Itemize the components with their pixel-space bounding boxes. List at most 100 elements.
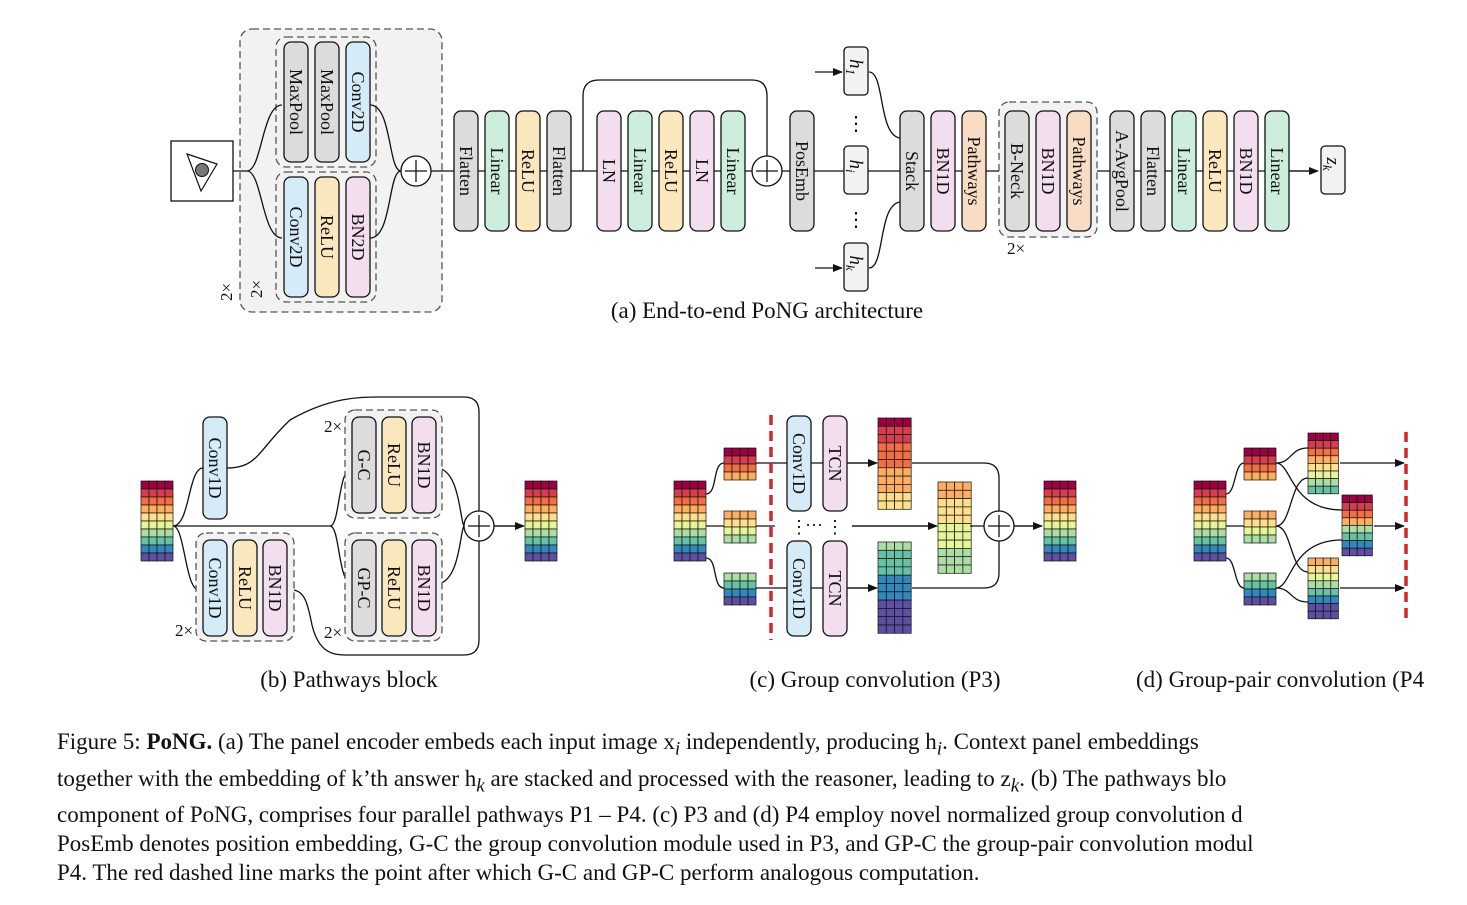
matrix-cell xyxy=(954,548,964,558)
matrix-cell xyxy=(164,552,174,562)
matrix-cell xyxy=(1251,447,1261,457)
matrix-cell xyxy=(1307,478,1316,487)
matrix-cell xyxy=(1251,596,1261,606)
matrix-cell xyxy=(140,536,150,546)
pair-connectors xyxy=(1225,447,1343,603)
matrix-cell xyxy=(1307,455,1316,464)
matrix-cell xyxy=(1330,485,1339,495)
pathways-label: Pathways xyxy=(964,137,984,206)
h-embedding-box: hk xyxy=(843,242,869,292)
matrix-cell xyxy=(1315,432,1324,441)
matrix-cell xyxy=(962,564,972,574)
matrix-cell xyxy=(937,556,947,566)
matrix-cell xyxy=(140,544,150,554)
matrix-cell xyxy=(548,528,558,538)
matrix-cell xyxy=(540,544,550,554)
matrix-cell xyxy=(739,471,749,481)
matrix-cell xyxy=(164,528,174,538)
matrix-cell xyxy=(548,504,558,514)
bn1d-label: BN1D xyxy=(265,564,285,611)
matrix-cell xyxy=(894,500,904,510)
matrix-cell xyxy=(1349,525,1358,534)
matrix-cell xyxy=(1322,565,1332,574)
matrix-cell xyxy=(1341,532,1350,541)
conv1d-label: Conv1D xyxy=(205,437,225,498)
a-avgpool-box: A-AvgPool xyxy=(1109,110,1135,232)
matrix-cell xyxy=(731,471,741,481)
matrix-cell xyxy=(1364,532,1373,541)
conv1d-box: Conv1D xyxy=(202,416,228,520)
matrix-cell xyxy=(1307,470,1316,479)
h-embedding-label: hi xyxy=(843,159,866,173)
matrix-cell xyxy=(540,552,550,562)
h-embedding-box: h1 xyxy=(843,46,869,96)
group-middle xyxy=(1243,510,1277,544)
matrix-cell xyxy=(885,425,895,435)
matrix-cell xyxy=(156,496,166,506)
linear-label: Linear xyxy=(723,148,743,195)
matrix-cell xyxy=(1307,557,1316,566)
matrix-cell xyxy=(877,541,887,551)
matrix-cell xyxy=(1315,565,1324,574)
matrix-cell xyxy=(894,484,904,494)
matrix-cell xyxy=(731,572,741,582)
matrix-cell xyxy=(1341,494,1350,503)
matrix-cell xyxy=(1201,536,1211,546)
bn1d-label: BN1D xyxy=(1038,147,1058,194)
matrix-cell xyxy=(1051,552,1061,562)
matrix-cell xyxy=(954,531,964,541)
matrix-cell xyxy=(894,599,904,609)
matrix-cell xyxy=(1307,588,1316,597)
conv2d-label: Conv2D xyxy=(286,206,306,267)
matrix-cell xyxy=(1315,603,1324,612)
matrix-cell xyxy=(1259,455,1269,465)
input-circle-icon xyxy=(195,163,209,177)
matrix-cell xyxy=(1067,528,1077,538)
conv2d-box: Conv2D xyxy=(345,41,371,163)
matrix-cell xyxy=(902,442,912,452)
matrix-cell xyxy=(681,504,691,514)
matrix-cell xyxy=(1193,536,1203,546)
tcn-output-middle xyxy=(937,481,972,574)
posemb-box: PosEmb xyxy=(789,110,815,232)
matrix-cell xyxy=(540,496,550,506)
matrix-cell xyxy=(731,463,741,473)
matrix-cell xyxy=(877,608,887,618)
matrix-cell xyxy=(902,541,912,551)
matrix-cell xyxy=(894,541,904,551)
matrix-cell xyxy=(164,488,174,498)
matrix-cell xyxy=(945,506,955,516)
conv1d-label: Conv1D xyxy=(789,433,809,494)
matrix-cell xyxy=(689,528,699,538)
matrix-cell xyxy=(532,520,542,530)
matrix-cell xyxy=(540,528,550,538)
matrix-cell xyxy=(885,442,895,452)
matrix-cell xyxy=(954,564,964,574)
matrix-cell xyxy=(164,512,174,522)
matrix-cell xyxy=(1315,572,1324,582)
linear-label: Linear xyxy=(487,148,507,195)
matrix-cell xyxy=(681,480,691,490)
matrix-cell xyxy=(885,492,895,502)
group-bottom xyxy=(723,572,757,606)
matrix-cell xyxy=(894,608,904,618)
matrix-cell xyxy=(532,504,542,514)
flatten-label: Flatten xyxy=(1143,146,1163,196)
matrix-cell xyxy=(739,572,749,582)
matrix-cell xyxy=(164,504,174,514)
matrix-cell xyxy=(1051,496,1061,506)
matrix-cell xyxy=(1315,455,1324,464)
matrix-cell xyxy=(1243,518,1253,528)
matrix-cell xyxy=(1307,580,1316,589)
matrix-cell xyxy=(1307,463,1316,472)
posemb-label: PosEmb xyxy=(792,141,812,201)
conv1d-box: Conv1D xyxy=(786,415,812,512)
matrix-cell xyxy=(1043,544,1053,554)
relu-box: ReLU xyxy=(515,110,541,232)
matrix-cell xyxy=(747,596,757,606)
matrix-cell xyxy=(1201,528,1211,538)
tcn-output-bottom xyxy=(877,541,912,634)
matrix-cell xyxy=(164,480,174,490)
input-matrix xyxy=(1193,480,1227,562)
